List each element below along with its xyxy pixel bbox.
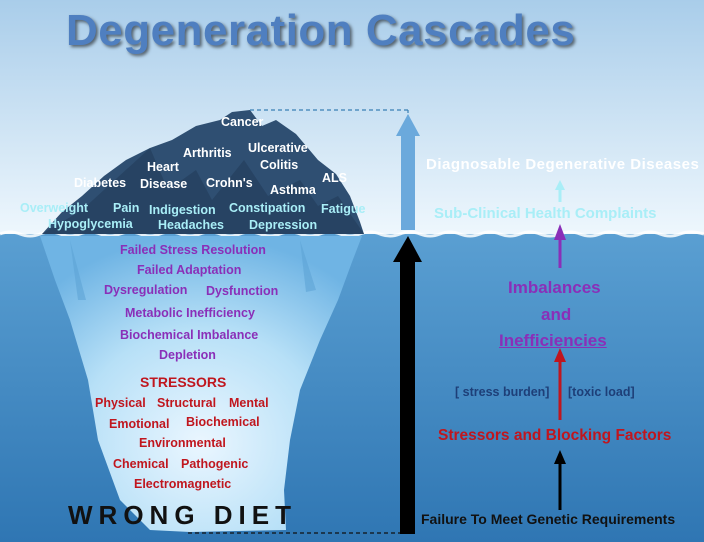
- arrow-subclinical-to-diagnosable-head: [555, 180, 565, 190]
- label-depression: Depression: [249, 218, 318, 232]
- label-dysregulation: Dysregulation: [104, 283, 188, 297]
- label-electromagnetic: Electromagnetic: [134, 477, 232, 491]
- label-subclinical-complaints: Sub-Clinical Health Complaints: [434, 205, 657, 222]
- lower-arrow-shaft: [400, 260, 415, 534]
- label-physical: Physical: [95, 396, 146, 410]
- arrow-stressors-to-imbalances-head: [554, 348, 566, 362]
- label-pain: Pain: [113, 201, 140, 215]
- label-depletion: Depletion: [159, 348, 216, 362]
- label-diabetes: Diabetes: [74, 176, 127, 190]
- label-disease: Disease: [140, 177, 188, 191]
- iceberg-tip-shade: [42, 148, 364, 234]
- lower-arrow-head: [393, 236, 422, 262]
- label-emotional: Emotional: [109, 417, 170, 431]
- label-asthma: Asthma: [270, 183, 316, 197]
- label-structural: Structural: [157, 396, 217, 410]
- label-metabolic-inefficiency: Metabolic Inefficiency: [125, 306, 255, 320]
- label-dysfunction: Dysfunction: [206, 284, 279, 298]
- upper-arrow-head: [396, 114, 420, 136]
- iceberg-ridge: [70, 240, 86, 300]
- label-biochemical: Biochemical: [186, 415, 260, 429]
- label-failed-stress-resolution: Failed Stress Resolution: [120, 243, 266, 257]
- label-biochemical-imbalance: Biochemical Imbalance: [120, 328, 259, 342]
- label-stressors-blocking: Stressors and Blocking Factors: [438, 427, 672, 444]
- page-title: Degeneration Cascades: [66, 6, 576, 55]
- label-failure-genetic: Failure To Meet Genetic Requirements: [421, 511, 676, 527]
- label-environmental: Environmental: [139, 436, 226, 450]
- label-chemical: Chemical: [113, 457, 169, 471]
- label-stress-burden: [ stress burden]: [455, 385, 550, 399]
- label-pathogenic: Pathogenic: [181, 457, 249, 471]
- label-colitis: Colitis: [260, 158, 299, 172]
- label-crohns: Crohn's: [206, 176, 253, 190]
- label-hypoglycemia: Hypoglycemia: [48, 217, 133, 231]
- label-and: and: [541, 305, 572, 324]
- label-ulcerative: Ulcerative: [248, 141, 308, 155]
- label-arthritis: Arthritis: [183, 146, 232, 160]
- iceberg-underwater: [40, 236, 362, 532]
- label-als: ALS: [322, 171, 347, 185]
- label-cancer: Cancer: [221, 115, 264, 129]
- arrow-failure-to-stressors-head: [554, 450, 566, 464]
- label-wrong-diet: WRONG DIET: [68, 500, 297, 530]
- label-failed-adaptation: Failed Adaptation: [137, 263, 242, 277]
- upper-arrow-shaft: [401, 136, 415, 230]
- label-mental: Mental: [229, 396, 269, 410]
- label-fatigue: Fatigue: [321, 202, 366, 216]
- label-headaches: Headaches: [158, 218, 225, 232]
- iceberg-ridge: [300, 240, 316, 292]
- label-toxic-load: [toxic load]: [568, 385, 635, 399]
- arrow-imbalances-to-subclinical-head: [554, 224, 566, 240]
- label-inefficiencies: Inefficiencies: [499, 331, 607, 350]
- label-imbalances: Imbalances: [508, 278, 601, 297]
- label-stressors-heading: STRESSORS: [140, 374, 227, 390]
- label-diagnosable-diseases: Diagnosable Degenerative Diseases: [426, 156, 700, 173]
- label-indigestion: Indigestion: [149, 203, 216, 217]
- label-constipation: Constipation: [229, 201, 306, 215]
- label-overweight: Overweight: [20, 201, 89, 215]
- label-heart: Heart: [147, 160, 179, 174]
